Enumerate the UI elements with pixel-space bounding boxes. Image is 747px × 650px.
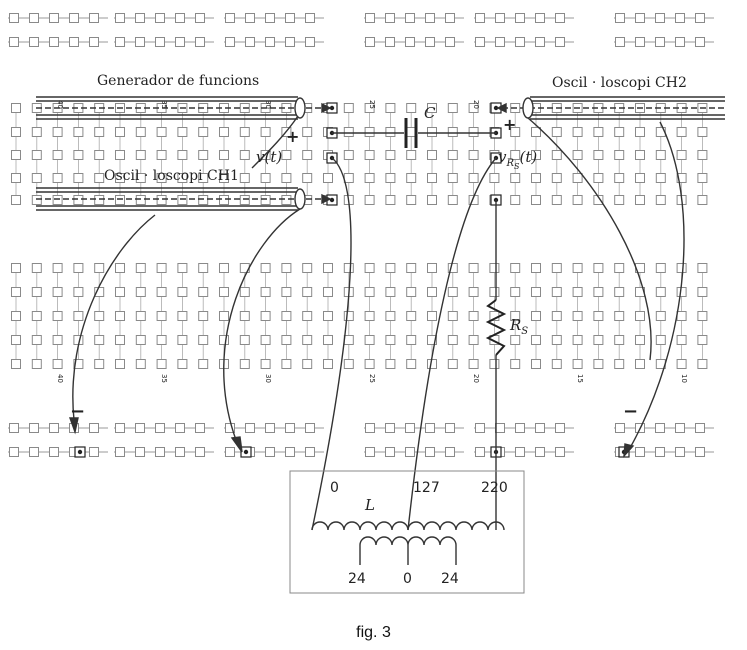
plus-left: + bbox=[286, 127, 299, 146]
primary-coil bbox=[311, 521, 505, 531]
resistor-s: S bbox=[521, 326, 528, 337]
col-num-top-20: 20 bbox=[472, 100, 480, 109]
column-numbers: 40 35 30 25 20 40 35 30 25 20 15 10 bbox=[56, 100, 688, 383]
secondary-left-label: 24 bbox=[348, 571, 366, 587]
vrs-v: v bbox=[498, 148, 507, 166]
osc-ch1-label: Oscil · loscopi CH1 bbox=[104, 168, 239, 184]
resistor bbox=[485, 299, 507, 356]
resistor-r: R bbox=[509, 316, 521, 334]
col-num-bot-40: 40 bbox=[56, 374, 64, 383]
col-num-bot-30: 30 bbox=[264, 374, 272, 383]
col-num-top-40: 40 bbox=[56, 100, 64, 109]
vrs-tail: (t) bbox=[520, 148, 538, 166]
minus-right: − bbox=[623, 401, 638, 422]
col-num-top-30: 30 bbox=[264, 100, 272, 109]
tap-0-label: 0 bbox=[330, 480, 339, 496]
circuit-wires bbox=[311, 132, 497, 531]
col-num-bot-10: 10 bbox=[680, 374, 688, 383]
osc-ch2-label: Oscil · loscopi CH2 bbox=[552, 75, 687, 91]
transformer bbox=[289, 470, 525, 594]
capacitor-label: C bbox=[424, 104, 436, 122]
plus-right: + bbox=[503, 115, 516, 134]
vt-label: v(t) bbox=[256, 148, 282, 166]
col-num-top-35: 35 bbox=[160, 100, 168, 109]
tap-127-label: 127 bbox=[413, 480, 440, 496]
figure-caption: fig. 3 bbox=[356, 624, 391, 641]
capacitor bbox=[404, 118, 418, 148]
secondary-center-label: 0 bbox=[403, 571, 412, 587]
generator-cable bbox=[36, 96, 332, 169]
vrs-s: S bbox=[514, 162, 520, 171]
osc-ch2-cable bbox=[496, 96, 725, 459]
col-num-bot-15: 15 bbox=[576, 374, 584, 383]
tap-220-label: 220 bbox=[481, 480, 508, 496]
vrs-label: vRS(t) bbox=[498, 148, 537, 171]
col-num-bot-20: 20 bbox=[472, 374, 480, 383]
col-num-bot-35: 35 bbox=[160, 374, 168, 383]
inductor-label: L bbox=[364, 496, 375, 514]
col-num-top-25: 25 bbox=[368, 100, 376, 109]
minus-left: − bbox=[70, 401, 85, 422]
vrs-r: R bbox=[505, 158, 514, 169]
generator-label: Generador de funcions bbox=[97, 73, 259, 89]
col-num-bot-25: 25 bbox=[368, 374, 376, 383]
resistor-label: RS bbox=[509, 316, 528, 337]
osc-ch1-cable bbox=[36, 187, 332, 453]
secondary-right-label: 24 bbox=[441, 571, 459, 587]
